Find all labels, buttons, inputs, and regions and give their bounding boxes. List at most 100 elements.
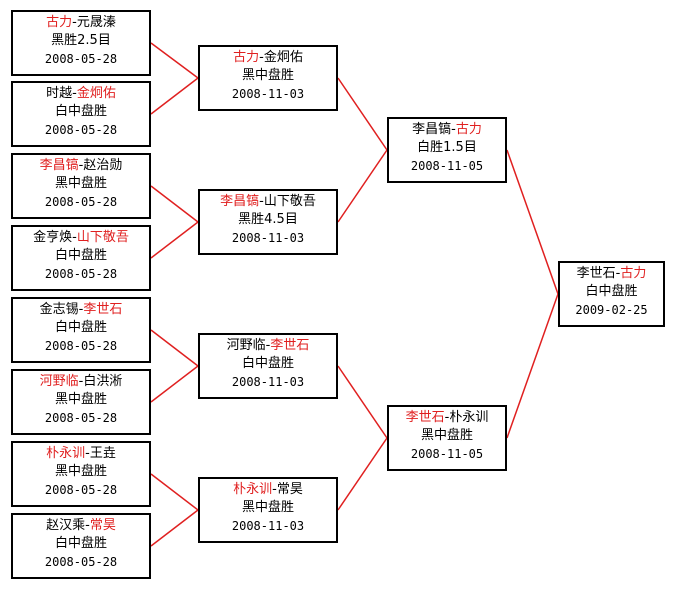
match-date: 2008-05-28 xyxy=(44,339,118,353)
player-name: 白洪淅 xyxy=(83,374,123,389)
player-name: 李昌镐 xyxy=(39,158,79,173)
bracket-connector-line xyxy=(150,185,199,223)
match-date: 2008-05-28 xyxy=(44,411,118,425)
match-players: 赵汉乘-常昊 xyxy=(13,517,149,535)
bracket-connector-line xyxy=(150,509,199,547)
match-date: 2008-11-03 xyxy=(231,375,305,389)
match-players: 河野临-白洪淅 xyxy=(13,373,149,391)
match-result: 白胜1.5目 xyxy=(417,140,477,155)
match-players: 李昌镐-古力 xyxy=(389,121,505,139)
match-date: 2009-02-25 xyxy=(575,303,648,317)
match-date: 2008-11-05 xyxy=(410,159,484,173)
player-name: 赵治勋 xyxy=(83,158,123,173)
match-result: 白中盘胜 xyxy=(54,104,107,119)
bracket-connector-line xyxy=(337,365,388,439)
player-separator: - xyxy=(265,338,271,353)
bracket-connector-line xyxy=(150,77,199,115)
player-name: 时越 xyxy=(46,86,73,101)
match-players: 时越-金炯佑 xyxy=(13,85,149,103)
bracket-connector-line xyxy=(337,77,388,151)
match-players: 李世石-古力 xyxy=(560,265,663,283)
player-name: 李世石 xyxy=(83,302,123,317)
match-players: 河野临-李世石 xyxy=(200,337,336,355)
match-date: 2008-05-28 xyxy=(44,267,118,281)
match-box-r2-3: 河野临-李世石白中盘胜 2008-11-03 xyxy=(198,333,338,399)
player-name: 山下敬吾 xyxy=(76,230,129,245)
bracket-connector-line xyxy=(150,365,199,403)
match-players: 古力-金炯佑 xyxy=(200,49,336,67)
match-players: 朴永训-常昊 xyxy=(200,481,336,499)
player-name: 元晟溱 xyxy=(76,15,116,30)
bracket-connector-line xyxy=(337,437,388,511)
player-name: 李世石 xyxy=(576,266,616,281)
player-name: 金志锡 xyxy=(39,302,79,317)
player-name: 李昌镐 xyxy=(412,122,452,137)
match-result: 黑中盘胜 xyxy=(420,428,473,443)
bracket-connector-line xyxy=(150,329,199,367)
player-name: 常昊 xyxy=(89,518,116,533)
player-separator: - xyxy=(78,374,84,389)
match-players: 古力-元晟溱 xyxy=(13,14,149,32)
player-separator: - xyxy=(451,122,456,137)
player-separator: - xyxy=(259,194,264,209)
match-date: 2008-05-28 xyxy=(44,52,118,66)
player-separator: - xyxy=(259,50,264,65)
match-date: 2008-11-03 xyxy=(231,87,305,101)
player-name: 古力 xyxy=(46,15,73,30)
match-players: 金志锡-李世石 xyxy=(13,301,149,319)
bracket-connector-line xyxy=(506,149,559,295)
player-name: 朴永训 xyxy=(46,446,86,461)
bracket-connector-line xyxy=(506,293,559,439)
bracket-connector-line xyxy=(150,473,199,511)
match-result: 白中盘胜 xyxy=(54,536,107,551)
player-separator: - xyxy=(72,86,77,101)
bracket-connector-line xyxy=(150,221,199,259)
match-result: 白中盘胜 xyxy=(54,248,107,263)
player-name: 金炯佑 xyxy=(76,86,116,101)
player-separator: - xyxy=(444,410,450,425)
player-name: 古力 xyxy=(620,266,647,281)
player-name: 常昊 xyxy=(276,482,303,497)
player-separator: - xyxy=(615,266,621,281)
bracket-connector-line xyxy=(337,149,388,223)
match-result: 白中盘胜 xyxy=(585,284,638,299)
match-players: 金亨焕-山下敬吾 xyxy=(13,229,149,247)
match-result: 黑中盘胜 xyxy=(54,176,107,191)
player-separator: - xyxy=(272,482,277,497)
player-separator: - xyxy=(85,446,90,461)
player-name: 王垚 xyxy=(89,446,116,461)
player-name: 古力 xyxy=(233,50,260,65)
player-name: 朴永训 xyxy=(233,482,273,497)
match-result: 黑中盘胜 xyxy=(241,68,294,83)
player-separator: - xyxy=(72,15,77,30)
player-name: 金炯佑 xyxy=(263,50,303,65)
player-name: 李世石 xyxy=(405,410,445,425)
match-players: 李昌镐-赵治勋 xyxy=(13,157,149,175)
match-players: 李世石-朴永训 xyxy=(389,409,505,427)
match-date: 2008-05-28 xyxy=(44,555,118,569)
bracket-connector-line xyxy=(150,42,199,79)
player-separator: - xyxy=(78,158,84,173)
player-separator: - xyxy=(85,518,90,533)
player-name: 朴永训 xyxy=(449,410,489,425)
player-name: 赵汉乘 xyxy=(46,518,86,533)
match-date: 2008-11-03 xyxy=(231,231,305,245)
match-result: 白中盘胜 xyxy=(241,356,294,371)
match-date: 2008-05-28 xyxy=(44,123,118,137)
match-result: 黑中盘胜 xyxy=(241,500,294,515)
match-players: 朴永训-王垚 xyxy=(13,445,149,463)
player-name: 山下敬吾 xyxy=(263,194,316,209)
player-separator: - xyxy=(72,230,77,245)
